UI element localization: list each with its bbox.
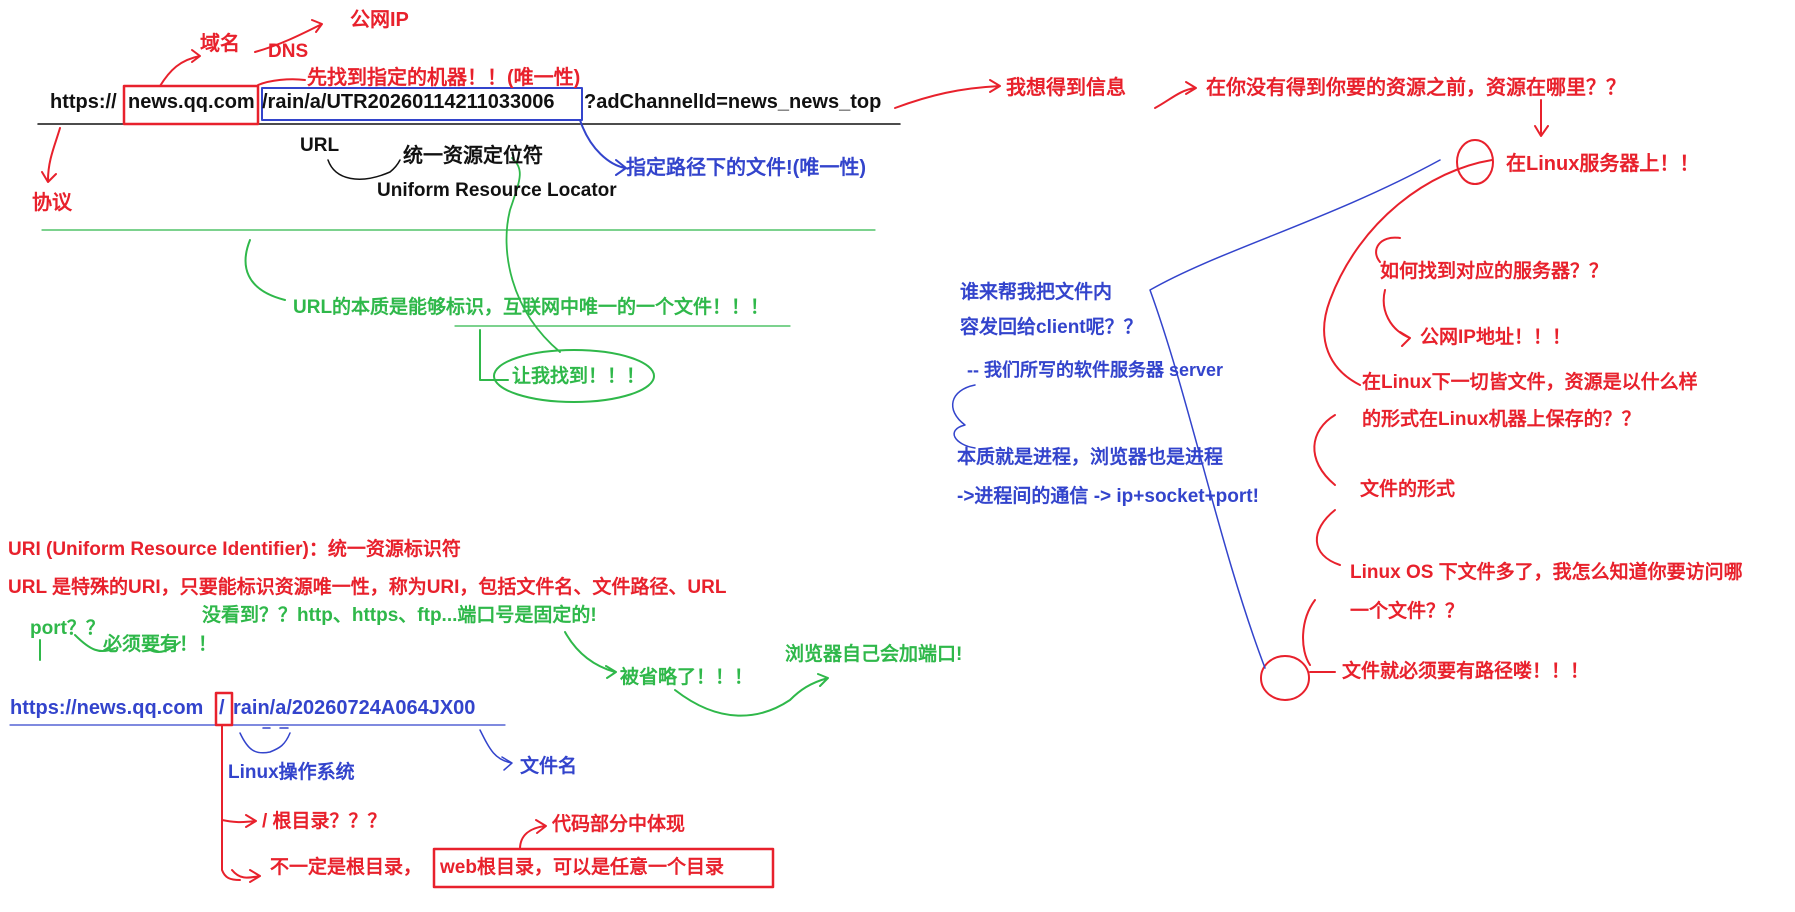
public-ip-addr-label: 公网IP地址！！！ bbox=[1420, 327, 1571, 348]
public-ip-label: 公网IP bbox=[350, 9, 409, 31]
find-machine-label: 先找到指定的机器！！(唯一性) bbox=[307, 67, 581, 89]
red-curve-how bbox=[1375, 236, 1401, 263]
want-info-label: 我想得到信息 bbox=[1006, 77, 1126, 99]
not-seen-label: 没看到？？http、https、ftp...端口号是固定的! bbox=[202, 605, 597, 626]
blue-arrow-path bbox=[579, 119, 627, 176]
green-curve-omit bbox=[564, 631, 617, 679]
our-server-label: -- 我们所写的软件服务器 server bbox=[967, 360, 1224, 380]
green-curve-port bbox=[39, 634, 116, 661]
green-curve-mustarrow bbox=[149, 641, 181, 653]
arrow-domain bbox=[159, 49, 201, 87]
dns-label: DNS bbox=[268, 41, 309, 62]
red-arrow-notroot bbox=[231, 869, 261, 883]
green-arrow-essence bbox=[244, 239, 286, 301]
url-query: ?adChannelId=news_news_top bbox=[584, 91, 882, 113]
red-arrow-root bbox=[221, 814, 257, 828]
web-root-label: web根目录，可以是任意一个目录 bbox=[440, 857, 724, 878]
domain-label: 域名 bbox=[200, 33, 240, 55]
must-path-label: 文件就必须要有路径喽！！！ bbox=[1342, 661, 1590, 682]
red-circle-bottom bbox=[1260, 655, 1310, 701]
url-domain: news.qq.com bbox=[128, 91, 255, 113]
arrow-where bbox=[1154, 81, 1197, 109]
url-path: /rain/a/UTR20260114211033006 bbox=[262, 91, 555, 113]
url-short-label: URL bbox=[300, 135, 340, 156]
red-curve-must bbox=[1302, 599, 1316, 666]
path-box bbox=[261, 87, 583, 121]
root-question-label: / 根目录？？？ bbox=[262, 811, 387, 832]
browser-adds-label: 浏览器自己会加端口! bbox=[785, 644, 963, 665]
on-linux-label: 在Linux服务器上！！ bbox=[1506, 153, 1700, 175]
url-en-label: Uniform Resource Locator bbox=[377, 180, 617, 201]
many-files-line1: Linux OS 下文件多了，我怎么知道你要访问哪 bbox=[1350, 562, 1743, 583]
file-form-label: 文件的形式 bbox=[1360, 479, 1456, 500]
arrow-want-info bbox=[894, 79, 1001, 109]
blue-line-long bbox=[1149, 159, 1441, 669]
omitted-label: 被省略了！！！ bbox=[620, 667, 754, 688]
red-line-slash-down bbox=[221, 725, 241, 881]
arrow-protocol bbox=[41, 127, 61, 183]
red-curve-many bbox=[1315, 509, 1341, 566]
arrow-down-linux bbox=[1534, 99, 1549, 137]
slash-box bbox=[214, 691, 234, 727]
url-special-label: URL 是特殊的URI，只要能标识资源唯一性，称为URI，包括文件名、文件路径、… bbox=[8, 577, 727, 598]
arrow-dns-ip bbox=[254, 19, 323, 53]
ipc-label: ->进程间的通信 -> ip+socket+port! bbox=[957, 486, 1259, 507]
blue-arrow-filename bbox=[479, 729, 513, 771]
everything-file-line1: 在Linux下一切皆文件，资源是以什么样 bbox=[1362, 372, 1698, 393]
port-question-label: port？？ bbox=[30, 618, 105, 639]
path-file-label: 指定路径下的文件!(唯一性) bbox=[626, 157, 866, 179]
who-sends-line1: 谁来帮我把文件内 bbox=[960, 282, 1113, 303]
web-root-box bbox=[432, 847, 775, 889]
how-find-server-label: 如何找到对应的服务器？？ bbox=[1380, 261, 1609, 282]
linux-os-label: Linux操作系统 bbox=[228, 762, 355, 783]
url-cn-label: 统一资源定位符 bbox=[403, 145, 543, 167]
red-arrow-code bbox=[519, 819, 547, 850]
green-curve-browser bbox=[674, 673, 829, 717]
who-sends-line2: 容发回给client呢？？ bbox=[960, 317, 1143, 338]
green-arrow-letfind bbox=[479, 329, 509, 381]
blue-brace-linux bbox=[239, 732, 291, 754]
red-curve-long bbox=[1323, 159, 1493, 386]
red-curve-file bbox=[1313, 414, 1336, 486]
must-have-label: 必须要有！！ bbox=[103, 634, 218, 655]
let-find-label: 让我找到！！！ bbox=[512, 366, 646, 387]
arrow-find bbox=[257, 78, 306, 86]
not-root-label: 不一定是根目录， bbox=[270, 857, 423, 878]
red-circle-top bbox=[1456, 139, 1494, 185]
green-curve-up bbox=[505, 157, 561, 353]
black-curve-url bbox=[327, 159, 401, 180]
filename-label: 文件名 bbox=[520, 756, 578, 777]
green-ellipse-letfind bbox=[493, 349, 655, 403]
is-process-label: 本质就是进程，浏览器也是进程 bbox=[957, 447, 1224, 468]
url-prefix: https:// bbox=[50, 91, 117, 113]
red-curve-ip bbox=[1382, 289, 1411, 347]
blue-brace-server bbox=[951, 384, 976, 449]
where-resource-label: 在你没有得到你要的资源之前，资源在哪里？？ bbox=[1206, 77, 1626, 99]
url2-prefix: https://news.qq.com bbox=[10, 697, 204, 719]
everything-file-line2: 的形式在Linux机器上保存的？？ bbox=[1362, 409, 1641, 430]
uri-def-label: URI (Uniform Resource Identifier)：统一资源标识… bbox=[8, 539, 461, 560]
url2-path: rain/a/20260724A064JX00 bbox=[233, 697, 476, 719]
url-essence-label: URL的本质是能够标识，互联网中唯一的一个文件！！！ bbox=[293, 297, 770, 318]
domain-box bbox=[122, 84, 260, 126]
code-part-label: 代码部分中体现 bbox=[552, 814, 686, 835]
protocol-label: 协议 bbox=[32, 192, 72, 214]
url2-slash: / bbox=[219, 697, 225, 719]
many-files-line2: 一个文件？？ bbox=[1350, 601, 1465, 622]
